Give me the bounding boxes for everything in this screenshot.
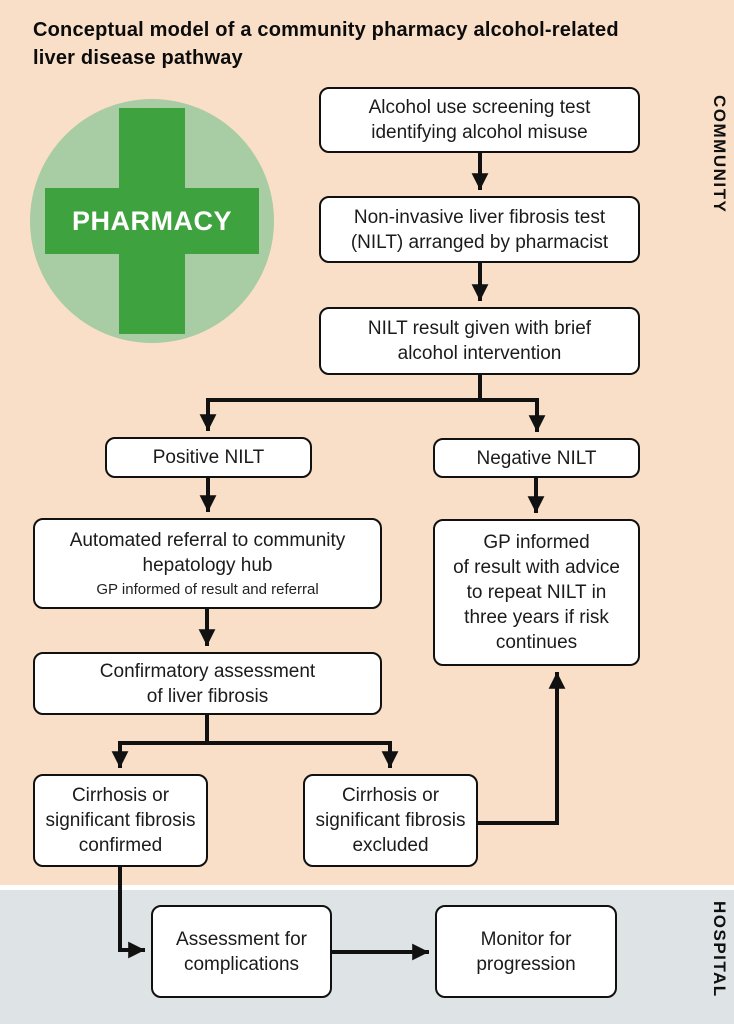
node-fibrosis-excluded: Cirrhosis or significant fibrosis exclud… <box>303 774 478 867</box>
hospital-side-label: HOSPITAL <box>710 901 729 998</box>
node-nilt-arranged-line1: Non-invasive liver fibrosis test <box>353 206 606 228</box>
node-gp-informed-line1: GP informed <box>483 532 590 553</box>
node-gp-informed-line3: to repeat NILT in <box>466 582 607 603</box>
node-gp-informed: GP informed of result with advice to rep… <box>433 519 640 666</box>
arrow-excluded-to-gp <box>474 672 566 825</box>
node-monitor-line1: Monitor for <box>480 928 572 950</box>
node-monitor-progression: Monitor for progression <box>435 905 617 998</box>
node-fibrosis-confirmed-line2: significant fibrosis <box>45 810 196 831</box>
node-nilt-result: NILT result given with brief alcohol int… <box>319 307 640 375</box>
node-nilt-arranged-line2: (NILT) arranged by pharmacist <box>350 231 609 253</box>
node-nilt-result-line1: NILT result given with brief <box>367 318 592 339</box>
node-screening-line1: Alcohol use screening test <box>368 97 591 118</box>
node-gp-informed-line4: three years if risk <box>464 607 609 628</box>
node-fibrosis-excluded-line3: excluded <box>352 835 429 856</box>
node-negative-nilt-label: Negative NILT <box>476 447 597 469</box>
node-gp-informed-line2: of result with advice <box>453 557 620 578</box>
node-automated-referral-note: GP informed of result and referral <box>96 580 319 598</box>
node-negative-nilt: Negative NILT <box>433 438 640 478</box>
node-screening: Alcohol use screening test identifying a… <box>319 87 640 153</box>
node-nilt-arranged: Non-invasive liver fibrosis test (NILT) … <box>319 196 640 263</box>
node-monitor-line2: progression <box>476 953 576 975</box>
figure-title: Conceptual model of a community pharmacy… <box>33 16 619 72</box>
figure-title-line2: liver disease pathway <box>33 47 243 69</box>
node-assessment-line2: complications <box>183 953 300 975</box>
node-fibrosis-confirmed: Cirrhosis or significant fibrosis confir… <box>33 774 208 867</box>
pharmacy-logo: PHARMACY <box>30 99 274 343</box>
node-assessment-line1: Assessment for <box>176 928 307 950</box>
figure-title-line1: Conceptual model of a community pharmacy… <box>33 19 619 41</box>
node-fibrosis-confirmed-line1: Cirrhosis or <box>71 785 170 806</box>
node-fibrosis-excluded-line2: significant fibrosis <box>315 810 466 831</box>
pharmacy-cross-icon <box>45 188 259 254</box>
node-confirmatory-line2: of liver fibrosis <box>146 685 269 707</box>
node-confirmatory-assessment: Confirmatory assessment of liver fibrosi… <box>33 652 382 715</box>
node-automated-referral-line1: Automated referral to community <box>69 529 346 551</box>
node-nilt-result-line2: alcohol intervention <box>397 343 562 364</box>
node-confirmatory-line1: Confirmatory assessment <box>99 660 316 682</box>
arrow-confirmed-to-assessment <box>118 864 145 959</box>
node-assessment-complications: Assessment for complications <box>151 905 332 998</box>
community-side-label: COMMUNITY <box>710 95 729 214</box>
node-screening-line2: identifying alcohol misuse <box>371 122 588 143</box>
node-positive-nilt: Positive NILT <box>105 437 312 478</box>
node-fibrosis-excluded-line1: Cirrhosis or <box>341 785 440 806</box>
node-fibrosis-confirmed-line3: confirmed <box>78 835 163 856</box>
node-automated-referral: Automated referral to community hepatolo… <box>33 518 382 609</box>
node-positive-nilt-label: Positive NILT <box>152 447 265 468</box>
node-automated-referral-line2: hepatology hub <box>142 554 273 576</box>
node-gp-informed-line5: continues <box>495 632 578 653</box>
pharmacy-logo-label: PHARMACY <box>71 205 232 236</box>
